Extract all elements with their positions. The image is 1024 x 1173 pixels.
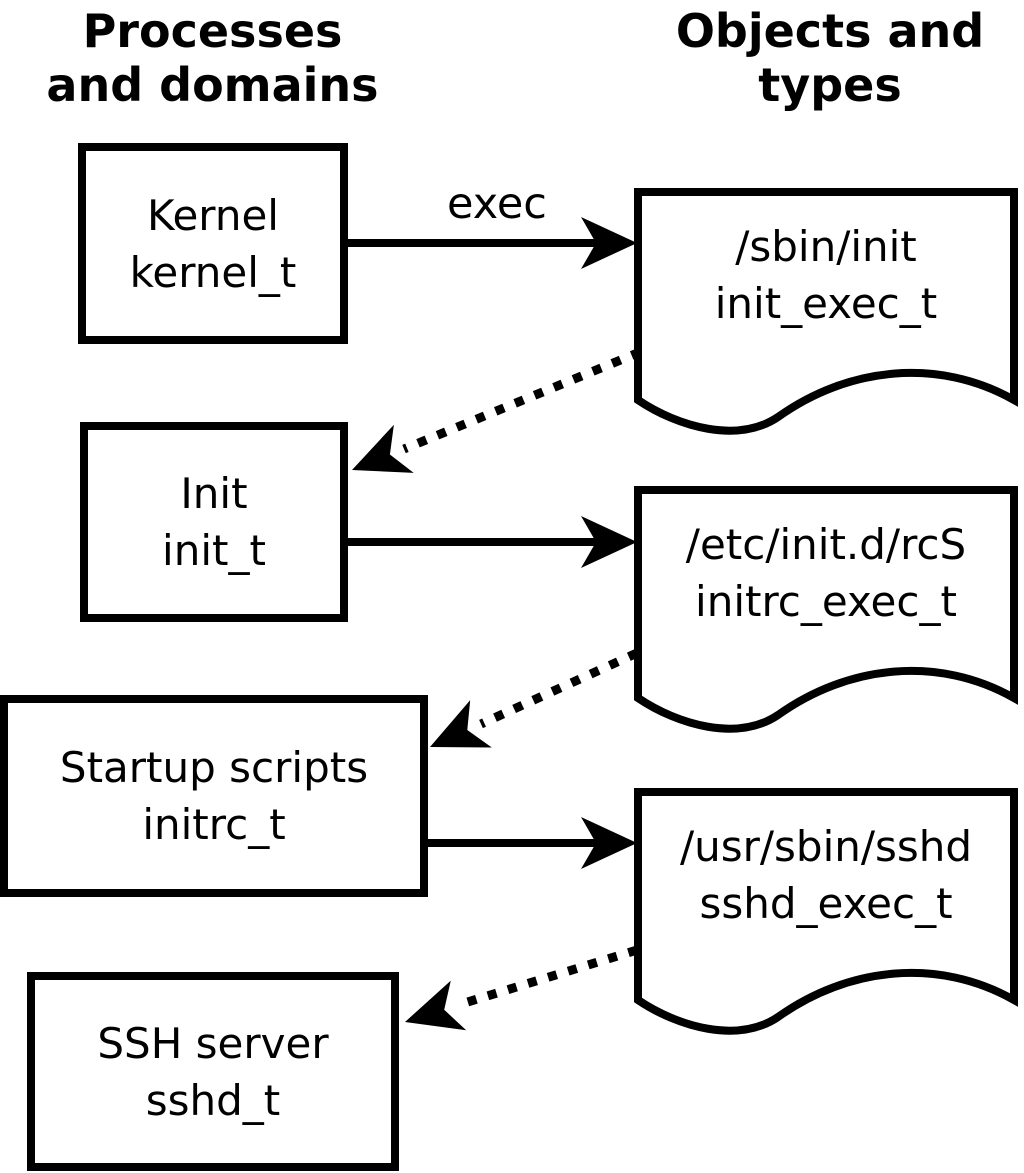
dotted-arrow-init-exec-to-init — [352, 347, 642, 473]
dotted-arrow-initrc-exec-to-initrc — [430, 648, 639, 748]
dotted-arrow-sshd-exec-to-sshd — [405, 945, 639, 1031]
object-type-label: init_exec_t — [714, 279, 938, 328]
object-type-label: sshd_exec_t — [699, 879, 953, 928]
object-doc-etc-initd-rcs: /etc/init.d/rcS initrc_exec_t — [638, 490, 1014, 630]
domain-type-label: kernel_t — [129, 247, 297, 297]
object-path-label: /usr/sbin/sshd — [679, 822, 973, 871]
column-header-objects-line2: types — [758, 58, 902, 112]
process-label: Kernel — [147, 190, 279, 240]
column-header-processes-line1: Processes — [82, 4, 343, 58]
process-label: SSH server — [97, 1018, 329, 1068]
object-type-label: initrc_exec_t — [695, 577, 957, 626]
process-label: Startup scripts — [59, 743, 369, 792]
solid-arrow-init-to-initrc-exec — [347, 516, 637, 568]
object-path-label: /sbin/init — [735, 222, 917, 271]
domain-type-label: init_t — [162, 526, 266, 575]
column-header-processes-line2: and domains — [46, 58, 379, 112]
process-box-ssh-server: SSH server sshd_t — [27, 972, 399, 1171]
document-shape-etc-initd-rcs — [634, 486, 1018, 733]
domain-type-label: sshd_t — [145, 1075, 281, 1125]
column-header-processes: Processes and domains — [5, 0, 420, 112]
exec-arrow-label: exec — [447, 179, 547, 229]
column-header-objects: Objects and types — [628, 0, 1024, 112]
solid-arrow-initrc-to-sshd-exec — [427, 817, 637, 869]
domain-type-label: initrc_t — [142, 800, 286, 849]
process-box-kernel: Kernel kernel_t — [78, 143, 348, 344]
process-box-startup-scripts: Startup scripts initrc_t — [0, 695, 428, 897]
object-doc-usr-sbin-sshd: /usr/sbin/sshd sshd_exec_t — [638, 792, 1014, 932]
document-shape-usr-sbin-sshd — [634, 788, 1018, 1035]
object-path-label: /etc/init.d/rcS — [685, 520, 967, 569]
document-shape-sbin-init — [634, 188, 1018, 435]
solid-arrow-kernel-to-init-exec — [347, 217, 637, 269]
process-label: Init — [180, 469, 248, 518]
column-header-objects-line1: Objects and — [675, 4, 985, 58]
object-doc-sbin-init: /sbin/init init_exec_t — [638, 192, 1014, 332]
process-box-init: Init init_t — [80, 422, 348, 622]
